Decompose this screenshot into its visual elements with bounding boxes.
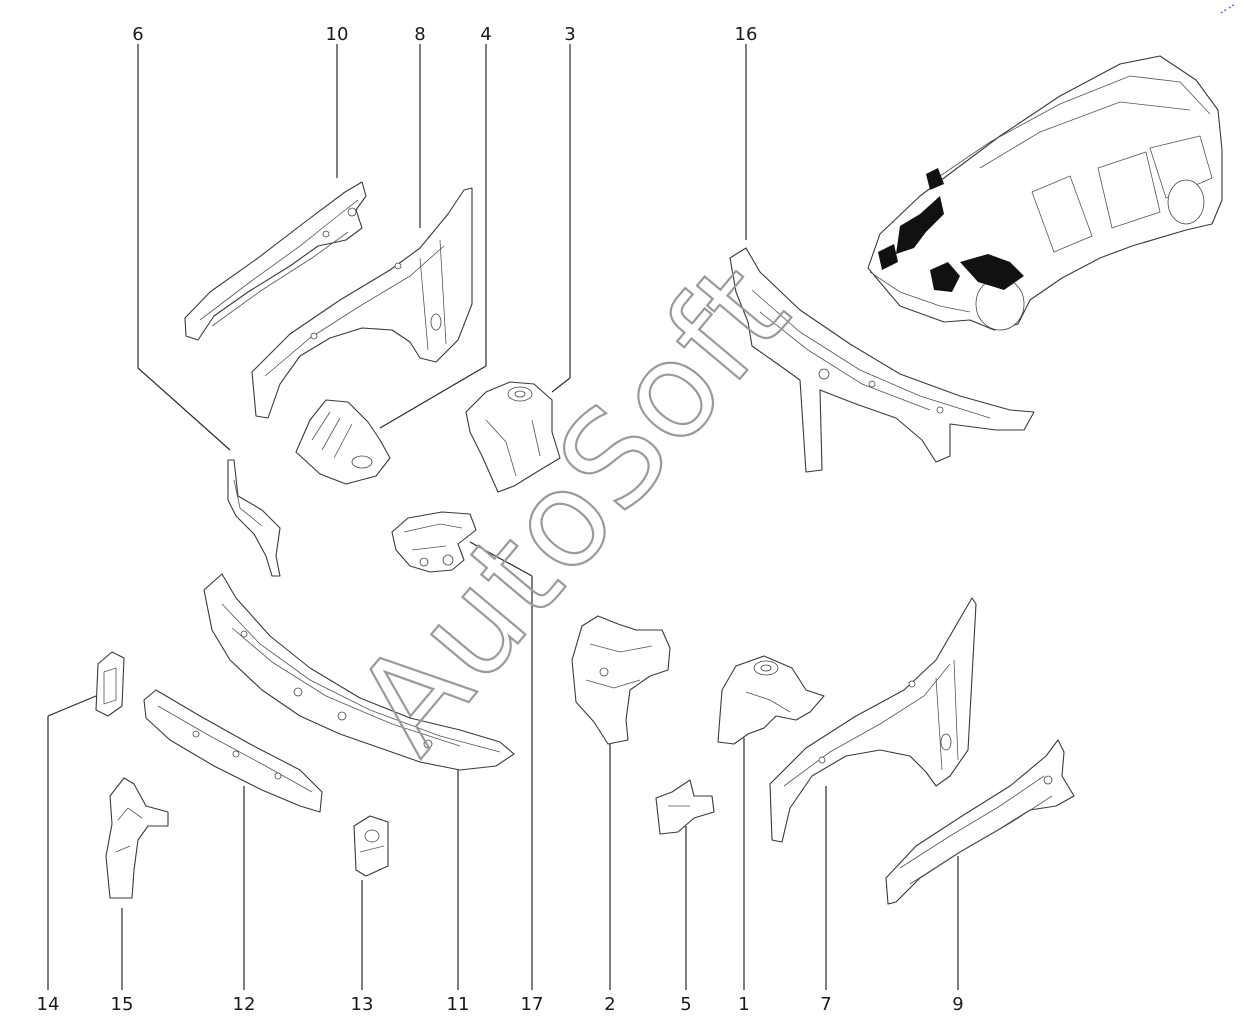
callout-4: 4 (480, 24, 491, 45)
part-5-bracket (655, 779, 715, 835)
part-17-bracket (391, 511, 477, 573)
part-8-fender (251, 187, 473, 419)
part-2-bracket (571, 615, 671, 745)
part-1-strut-tower (717, 655, 825, 745)
callout-6: 6 (132, 24, 143, 45)
leader-lines (47, 44, 959, 990)
callout-9: 9 (952, 994, 963, 1015)
callout-11: 11 (447, 994, 470, 1015)
part-6-bracket (227, 459, 281, 577)
part-3-strut-tower (465, 381, 561, 493)
callout-8: 8 (414, 24, 425, 45)
part-14-plate (95, 651, 125, 717)
callout-12: 12 (233, 994, 256, 1015)
callout-2: 2 (604, 994, 615, 1015)
callout-7: 7 (820, 994, 831, 1015)
callout-10: 10 (326, 24, 349, 45)
part-10-rail (184, 181, 367, 341)
callout-3: 3 (564, 24, 575, 45)
part-12-beam (143, 689, 323, 813)
corner-mark-icon (1220, 3, 1236, 14)
callout-5: 5 (680, 994, 691, 1015)
part-9-rail (885, 739, 1075, 905)
callout-13: 13 (351, 994, 374, 1015)
callout-1: 1 (738, 994, 749, 1015)
callout-15: 15 (111, 994, 134, 1015)
callout-14: 14 (37, 994, 60, 1015)
part-15-bracket (105, 777, 169, 899)
callout-16: 16 (735, 24, 758, 45)
part-7-fender (769, 597, 977, 843)
part-11-cross-member (203, 573, 515, 771)
part-4-bracket (295, 399, 391, 485)
part-13-plate (353, 815, 389, 877)
callouts: 6 10 8 4 3 16 14 15 12 13 11 17 2 5 1 7 … (37, 24, 964, 1015)
vehicle-illustration (867, 55, 1223, 331)
callout-17: 17 (521, 994, 544, 1015)
part-16-cross-member (729, 247, 1035, 473)
